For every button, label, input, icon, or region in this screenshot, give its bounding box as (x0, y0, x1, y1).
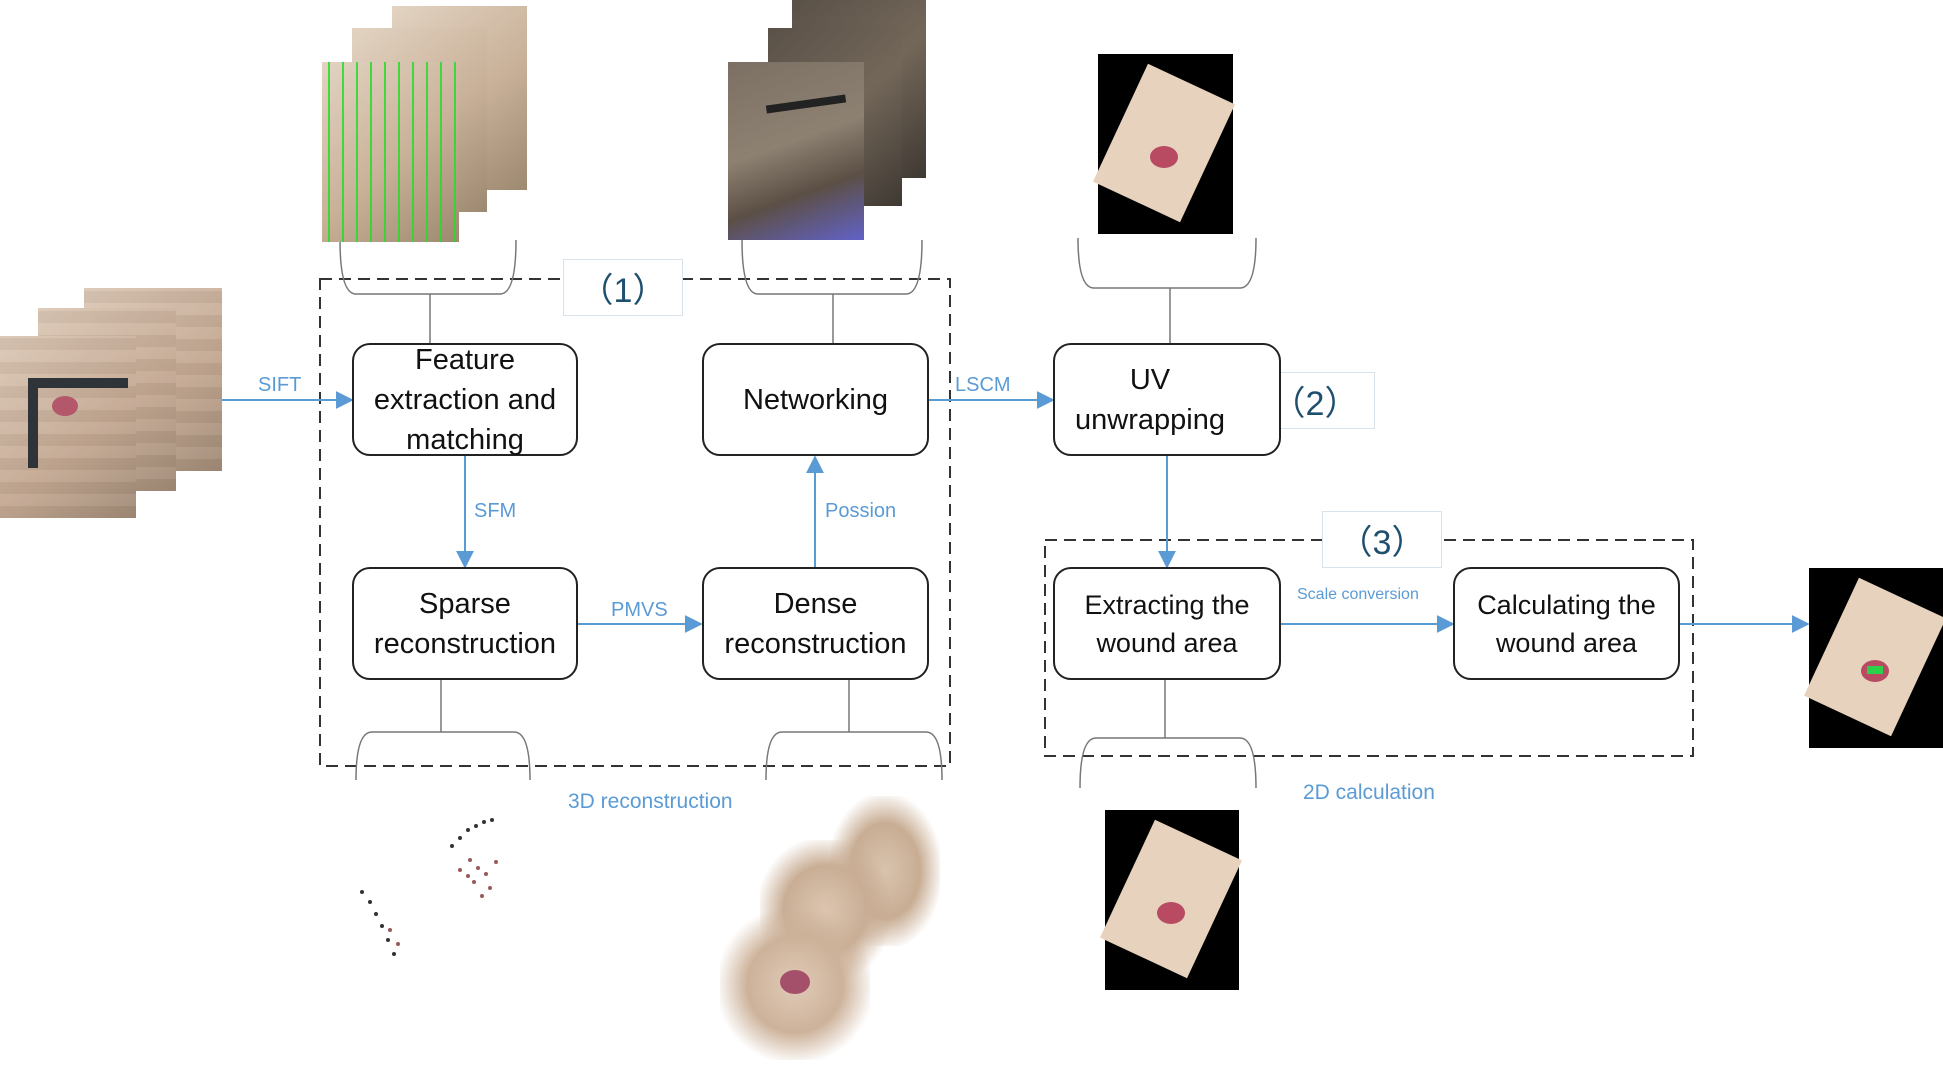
node-uv-unwrapping: UV unwrapping (1053, 343, 1281, 456)
node-networking: Networking (702, 343, 929, 456)
texture-patch (1804, 577, 1943, 737)
input-image (0, 336, 136, 518)
bracket-extract (1079, 737, 1257, 789)
extracted-area-image (1100, 810, 1242, 990)
node-extracting-wound-area: Extracting the wound area (1053, 567, 1281, 680)
node-calculating-wound-area: Calculating the wound area (1453, 567, 1680, 680)
node-feature-extraction-label: Feature extraction and matching (373, 343, 557, 456)
bracket-uv (1077, 237, 1257, 289)
bracket-networking (741, 239, 923, 295)
caption-2d-calculation: 2D calculation (1303, 781, 1435, 804)
node-uv-unwrapping-label: UV unwrapping (1075, 363, 1225, 436)
texture-patch (1093, 63, 1235, 223)
mesh-image (728, 62, 864, 240)
edge-label-pmvs: PMVS (611, 599, 668, 621)
wound-mark (1157, 902, 1185, 924)
edge-label-sift: SIFT (258, 374, 302, 396)
node-sparse-reconstruction-label: Sparse reconstruction (373, 587, 557, 660)
ruler-mark (28, 378, 38, 468)
ruler-mark (765, 94, 847, 114)
output-image (1804, 568, 1943, 748)
node-dense-reconstruction: Dense reconstruction (702, 567, 929, 680)
wound-mark (52, 396, 78, 416)
texture-patch (1100, 819, 1242, 979)
dense-cloud-patch (720, 910, 870, 1060)
group-1-tag: （1） (563, 259, 683, 316)
wound-mark (780, 970, 810, 994)
node-dense-reconstruction-label: Dense reconstruction (724, 587, 907, 660)
sparse-point-cloud (360, 818, 498, 956)
group-3-tag: （3） (1322, 511, 1442, 568)
edge-label-sfm: SFM (474, 500, 517, 522)
node-networking-label: Networking (742, 383, 889, 416)
node-extracting-wound-area-label: Extracting the wound area (1084, 589, 1250, 658)
edge-label-scale-conversion: Scale conversion (1297, 586, 1419, 603)
bracket-dense (765, 731, 943, 781)
bracket-sparse (355, 731, 531, 781)
edge-label-lscm: LSCM (955, 374, 1011, 396)
node-sparse-reconstruction: Sparse reconstruction (352, 567, 578, 680)
feature-image (322, 62, 459, 242)
wound-mark (1150, 146, 1178, 168)
ruler-mark (28, 378, 128, 388)
edge-label-possion: Possion (825, 500, 897, 522)
node-calculating-wound-area-label: Calculating the wound area (1477, 589, 1656, 658)
node-feature-extraction: Feature extraction and matching (352, 343, 578, 456)
bracket-feature (339, 239, 517, 295)
measured-area-mark (1867, 666, 1883, 674)
uv-texture-image (1093, 54, 1235, 234)
caption-3d-reconstruction: 3D reconstruction (568, 790, 733, 813)
